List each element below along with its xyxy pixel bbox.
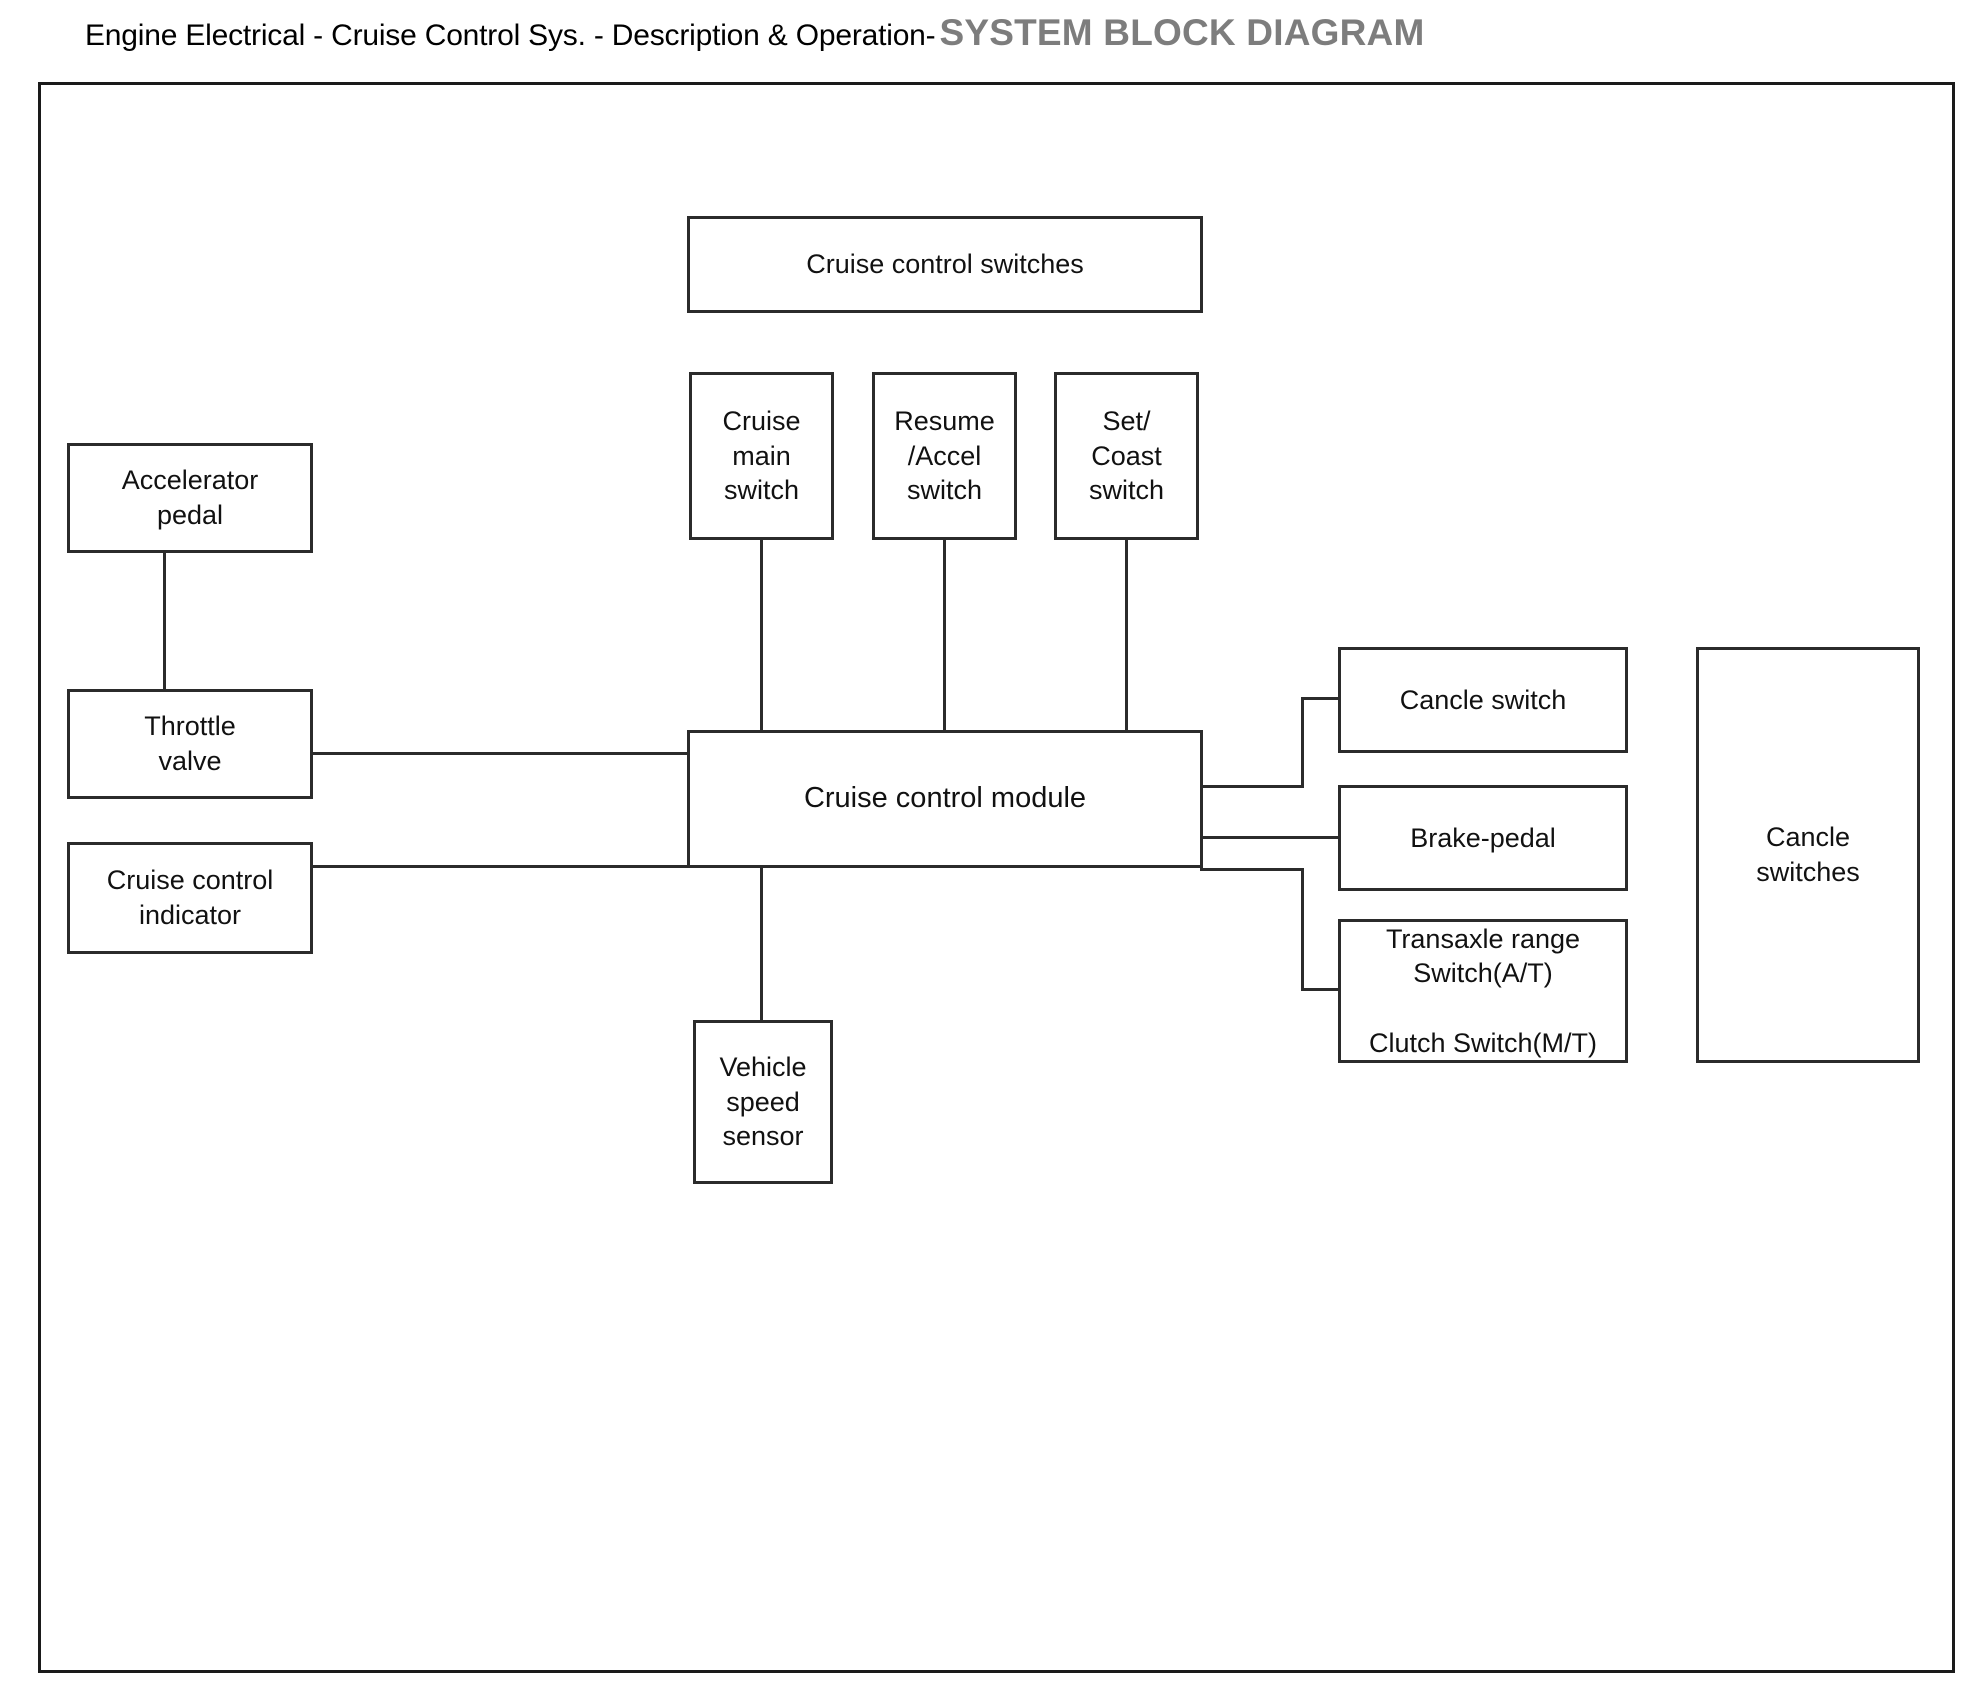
block-cruise-control-indicator: Cruise control indicator: [67, 842, 313, 954]
block-label: Transaxle range Switch(A/T) Clutch Switc…: [1368, 923, 1598, 1058]
block-cancle-switch: Cancle switch: [1338, 647, 1628, 753]
page-title: SYSTEM BLOCK DIAGRAM: [939, 12, 1425, 53]
block-label: Cancle switch: [1399, 684, 1567, 715]
block-label: Cruise control switches: [806, 249, 1084, 280]
block-label: Brake-pedal: [1410, 822, 1556, 853]
page-header: Engine Electrical - Cruise Control Sys. …: [85, 14, 1424, 51]
connector-set-coast-switch-to-module: [1125, 537, 1128, 733]
connector-module-to-cancle-switch-segment-3: [1301, 697, 1341, 700]
block-transaxle-range-switch: Transaxle range Switch(A/T) Clutch Switc…: [1338, 919, 1628, 1063]
block-label: Vehicle speed sensor: [719, 1052, 807, 1152]
block-cruise-main-switch: Cruise main switch: [689, 372, 834, 540]
connector-module-to-transaxle-segment-3: [1301, 988, 1341, 991]
block-label: Accelerator pedal: [121, 465, 259, 530]
block-label: Set/ Coast switch: [1088, 406, 1164, 506]
block-label: Cruise control module: [803, 782, 1087, 815]
block-cancle-switches: Cancle switches: [1696, 647, 1920, 1063]
block-resume-accel-switch: Resume /Accel switch: [872, 372, 1017, 540]
block-set-coast-switch: Set/ Coast switch: [1054, 372, 1199, 540]
connector-accelerator-pedal-to-throttle-valve: [163, 550, 166, 692]
block-brake-pedal: Brake-pedal: [1338, 785, 1628, 891]
connector-throttle-valve-to-module: [310, 752, 690, 755]
block-label: Cruise control indicator: [106, 865, 274, 930]
block-label: Cancle switches: [1756, 822, 1860, 887]
connector-cruise-control-indicator-to-module: [310, 865, 690, 868]
connector-module-to-brake-pedal: [1200, 836, 1341, 839]
block-cruise-control-module: Cruise control module: [687, 730, 1203, 868]
block-vehicle-speed-sensor: Vehicle speed sensor: [693, 1020, 833, 1184]
block-label: Cruise main switch: [722, 406, 801, 506]
block-label: Throttle valve: [144, 711, 236, 776]
block-label: Resume /Accel switch: [894, 406, 995, 506]
connector-module-to-vehicle-speed-sensor: [760, 865, 763, 1023]
connector-resume-accel-switch-to-module: [943, 537, 946, 733]
connector-module-to-cancle-switch-segment-2: [1301, 697, 1304, 788]
connector-module-to-cancle-switch-segment-1: [1200, 785, 1304, 788]
block-accelerator-pedal: Accelerator pedal: [67, 443, 313, 553]
breadcrumb: Engine Electrical - Cruise Control Sys. …: [85, 19, 936, 52]
connector-module-to-transaxle-segment-2: [1301, 868, 1304, 991]
system-block-diagram: Cruise control switches Cruise main swit…: [38, 82, 1955, 1673]
block-cruise-control-switches: Cruise control switches: [687, 216, 1203, 313]
connector-module-to-transaxle-segment-1: [1200, 868, 1304, 871]
block-throttle-valve: Throttle valve: [67, 689, 313, 799]
connector-cruise-main-switch-to-module: [760, 537, 763, 733]
